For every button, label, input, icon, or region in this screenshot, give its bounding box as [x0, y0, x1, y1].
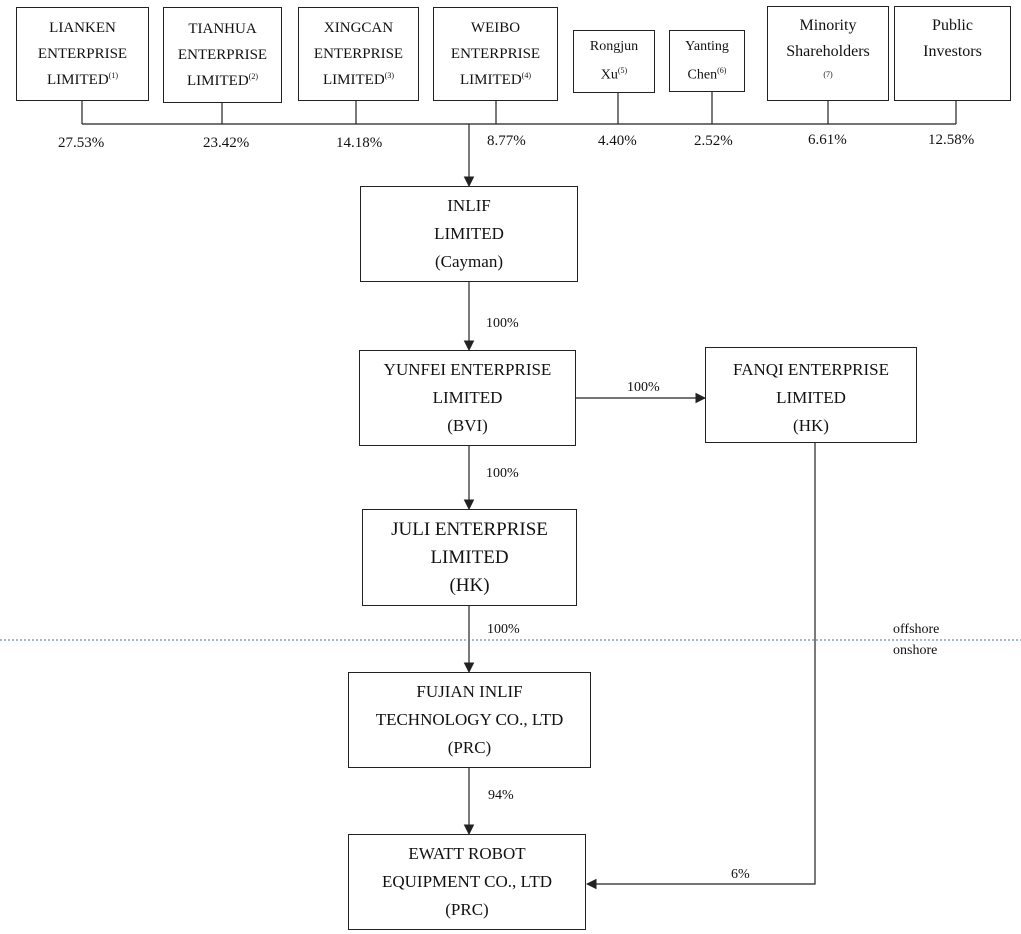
- pct-weibo: 8.77%: [487, 133, 526, 149]
- entity-line: (BVI): [447, 416, 488, 435]
- entity-line: YUNFEI ENTERPRISE: [383, 360, 552, 379]
- footnote-marker: (6): [717, 65, 727, 75]
- entity-line: TECHNOLOGY CO., LTD: [375, 710, 564, 729]
- shareholder-line: Chen: [687, 67, 718, 83]
- entity-line: EQUIPMENT CO., LTD: [381, 872, 552, 891]
- shareholder-line: TIANHUA: [188, 21, 257, 37]
- shareholder-line: Yanting: [685, 38, 729, 54]
- entity-line: (HK): [793, 416, 829, 435]
- entity-line: LIMITED: [776, 388, 846, 407]
- footnote-marker: (5): [617, 66, 628, 76]
- shareholder-box-lianken: LIANKEN ENTERPRISE LIMITED(1): [16, 7, 149, 101]
- pct-tianhua: 23.42%: [203, 135, 250, 151]
- pct-xingcan: 14.18%: [336, 135, 383, 151]
- entity-box-fujian: FUJIAN INLIF TECHNOLOGY CO., LTD (PRC): [348, 672, 591, 768]
- shareholder-line: Investors: [923, 43, 982, 60]
- shareholder-box-rongjun-xu: Rongjun Xu(5): [573, 30, 655, 93]
- shareholder-box-yanting-chen: Yanting Chen(6): [669, 30, 745, 92]
- pct-rongjun-xu: 4.40%: [598, 133, 637, 149]
- shareholder-line: Shareholders: [786, 43, 870, 60]
- entity-line: LIMITED: [434, 224, 504, 243]
- pct-yunfei-to-fanqi: 100%: [627, 380, 660, 395]
- shareholder-line: ENTERPRISE: [37, 46, 128, 62]
- shareholder-line: LIMITED: [460, 72, 522, 88]
- shareholder-line: LIMITED: [187, 73, 249, 89]
- entity-line: (PRC): [447, 738, 492, 757]
- offshore-label: offshore: [893, 622, 940, 637]
- footnote-marker: (1): [108, 71, 118, 80]
- pct-yanting-chen: 2.52%: [694, 133, 733, 149]
- arrow-fanqi-to-ewatt: [585, 443, 816, 890]
- entity-line: (HK): [449, 574, 490, 596]
- pct-fujian-to-ewatt: 94%: [488, 788, 514, 803]
- footnote-marker: (4): [521, 71, 531, 80]
- entity-line: EWATT ROBOT: [408, 844, 526, 863]
- pct-fanqi-to-ewatt: 6%: [731, 867, 750, 882]
- shareholder-line: LIMITED: [47, 72, 109, 88]
- pct-public-investors: 12.58%: [928, 132, 975, 148]
- entity-box-inlif: INLIF LIMITED (Cayman): [360, 186, 578, 282]
- onshore-label: onshore: [893, 643, 938, 658]
- entity-box-fanqi: FANQI ENTERPRISE LIMITED (HK): [705, 347, 917, 443]
- shareholder-box-tianhua: TIANHUA ENTERPRISE LIMITED(2): [163, 7, 282, 103]
- entity-line: LIMITED: [430, 546, 509, 568]
- pct-yunfei-to-juli: 100%: [486, 466, 519, 481]
- shareholder-line: Public: [932, 17, 973, 34]
- entity-line: FANQI ENTERPRISE: [733, 360, 889, 379]
- pct-minority: 6.61%: [808, 132, 847, 148]
- entity-line: FUJIAN INLIF: [416, 682, 523, 701]
- pct-juli-to-fujian: 100%: [487, 622, 520, 637]
- footnote-marker: (2): [248, 72, 258, 81]
- shareholder-box-public-investors: Public Investors: [894, 6, 1011, 101]
- entity-box-yunfei: YUNFEI ENTERPRISE LIMITED (BVI): [359, 350, 576, 446]
- entity-box-ewatt: EWATT ROBOT EQUIPMENT CO., LTD (PRC): [348, 834, 586, 930]
- entity-line: JULI ENTERPRISE: [391, 518, 548, 540]
- entity-box-juli: JULI ENTERPRISE LIMITED (HK): [362, 509, 577, 606]
- shareholder-line: Minority: [799, 17, 857, 34]
- footnote-marker: (3): [384, 71, 394, 80]
- entity-line: LIMITED: [432, 388, 503, 407]
- pct-lianken: 27.53%: [58, 135, 105, 151]
- shareholder-box-minority: Minority Shareholders (7): [767, 6, 889, 101]
- shareholder-line: LIMITED: [323, 72, 385, 88]
- entity-line: INLIF: [447, 196, 491, 215]
- shareholder-line: Xu: [600, 67, 618, 83]
- shareholder-line: WEIBO: [470, 20, 521, 36]
- footnote-marker: (7): [823, 70, 833, 79]
- shareholder-line: ENTERPRISE: [450, 46, 541, 62]
- pct-inlif-to-yunfei: 100%: [486, 316, 519, 331]
- shareholder-box-xingcan: XINGCAN ENTERPRISE LIMITED(3): [298, 7, 419, 101]
- shareholder-line: Rongjun: [589, 39, 639, 55]
- entity-line: (Cayman): [435, 252, 503, 271]
- shareholder-line: LIANKEN: [49, 20, 116, 36]
- shareholder-line: ENTERPRISE: [177, 47, 268, 63]
- entity-line: (PRC): [445, 900, 489, 919]
- shareholder-box-weibo: WEIBO ENTERPRISE LIMITED(4): [433, 7, 558, 101]
- shareholder-line: ENTERPRISE: [313, 46, 404, 62]
- shareholder-line: XINGCAN: [323, 20, 394, 36]
